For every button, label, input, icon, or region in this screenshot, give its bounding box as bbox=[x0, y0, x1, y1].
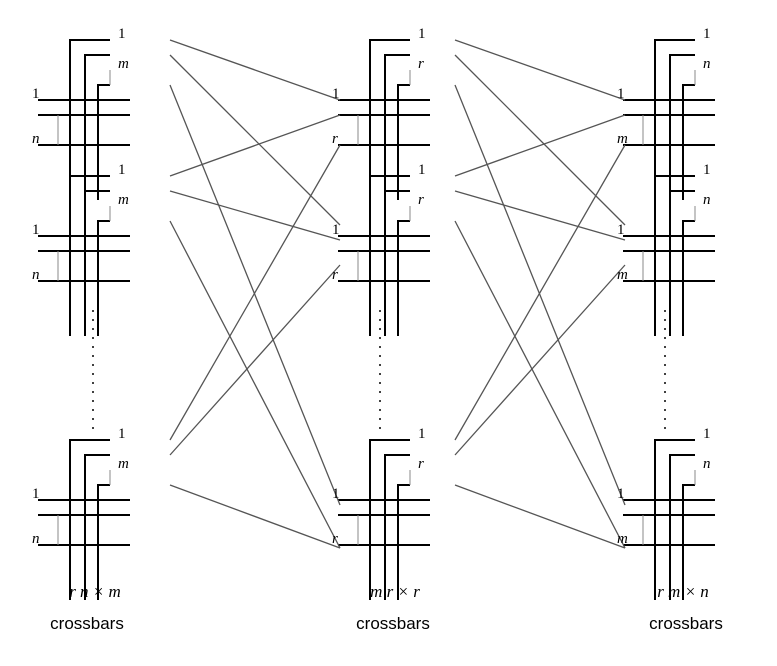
switch-stage3-1-input-first-label: 1 bbox=[617, 86, 625, 102]
stage2-caption: crossbars bbox=[356, 614, 430, 633]
switch-stage2-3-outer-vertical bbox=[369, 439, 410, 600]
stage-captions: r n × m crossbars m r × r crossbars r m … bbox=[50, 582, 723, 633]
switch-stage3-3-outer-vertical bbox=[654, 439, 695, 600]
switch-stage2-3-output-last-label: r bbox=[418, 456, 424, 472]
switch-stage2-3-middle-vertical bbox=[384, 454, 410, 600]
switch-stage2-1-middle-vertical bbox=[384, 54, 410, 200]
switch-stage2-2-output-last-label: r bbox=[418, 192, 424, 208]
link-s1b-to-s2a bbox=[169, 114, 341, 177]
crossbar-switches bbox=[38, 39, 715, 600]
link-s1b-to-s2c bbox=[169, 220, 341, 549]
switch-stage2-1-input-first-label: 1 bbox=[332, 86, 340, 102]
switch-stage1-3-middle-vertical bbox=[84, 454, 110, 600]
switch-stage1-2-outer-vertical bbox=[69, 175, 110, 336]
link-s2c-to-s3c bbox=[454, 484, 626, 549]
switch-stage2-3-inner-vertical bbox=[397, 484, 410, 600]
link-s1a-to-s2b bbox=[169, 54, 341, 226]
switch-stage3-1-input-last-label: m bbox=[617, 131, 628, 147]
link-s2c-to-s3b bbox=[454, 264, 626, 456]
switch-stage3-1-middle-vertical bbox=[669, 54, 695, 200]
switch-stage1-3-inner-vertical bbox=[97, 484, 110, 600]
stage1-caption: crossbars bbox=[50, 614, 124, 633]
switch-stage2-2-input-last-label: r bbox=[332, 267, 338, 283]
link-s2a-to-s3b bbox=[454, 54, 626, 226]
switch-stage2-2-inner-vertical bbox=[397, 220, 410, 336]
switch-stage3-2-inner-vertical bbox=[682, 220, 695, 336]
link-s2a-to-s3a bbox=[454, 39, 626, 101]
switch-stage2-1-output-last-label: r bbox=[418, 56, 424, 72]
switch-stage1-2-input-first-label: 1 bbox=[32, 222, 40, 238]
switch-stage3-2-output-first-label: 1 bbox=[703, 162, 711, 178]
switch-stage1-1-middle-vertical bbox=[84, 54, 110, 200]
interstage-links bbox=[169, 39, 626, 549]
stage3-caption: crossbars bbox=[649, 614, 723, 633]
link-s1b-to-s2b bbox=[169, 190, 341, 241]
link-s1c-to-s2b bbox=[169, 264, 341, 456]
switch-stage3-3-input-last-label: m bbox=[617, 531, 628, 547]
switch-stage2-1-outer-vertical bbox=[369, 39, 410, 200]
link-s2b-to-s3b bbox=[454, 190, 626, 241]
switch-stage3-2-input-first-label: 1 bbox=[617, 222, 625, 238]
link-s1a-to-s2a bbox=[169, 39, 341, 101]
switch-stage3-2-outer-vertical bbox=[654, 175, 695, 336]
switch-stage2-3-input-last-label: r bbox=[332, 531, 338, 547]
switch-stage1-2-input-last-label: n bbox=[32, 267, 40, 283]
switch-stage3-1-outer-vertical bbox=[654, 39, 695, 200]
switch-stage1-1-input-first-label: 1 bbox=[32, 86, 40, 102]
switch-stage3-2-input-last-label: m bbox=[617, 267, 628, 283]
switch-stage3-3-output-last-label: n bbox=[703, 456, 711, 472]
link-s2b-to-s3c bbox=[454, 220, 626, 549]
stage2-formula: m r × r bbox=[370, 582, 420, 601]
stage3-formula: r m × n bbox=[657, 582, 709, 601]
switch-stage3-3-middle-vertical bbox=[669, 454, 695, 600]
continuation-dots bbox=[92, 310, 666, 430]
switch-stage1-2-inner-vertical bbox=[97, 220, 110, 336]
link-s2a-to-s3c bbox=[454, 84, 626, 506]
switch-stage1-1-input-last-label: n bbox=[32, 131, 40, 147]
switch-stage3-2-output-last-label: n bbox=[703, 192, 711, 208]
switch-stage1-1-inner-vertical bbox=[97, 84, 110, 200]
switch-stage2-3-output-first-label: 1 bbox=[418, 426, 426, 442]
switch-stage3-1-output-first-label: 1 bbox=[703, 26, 711, 42]
switch-stage3-2-middle-vertical bbox=[669, 190, 695, 336]
switch-stage2-2-output-first-label: 1 bbox=[418, 162, 426, 178]
switch-stage1-3-outer-vertical bbox=[69, 439, 110, 600]
switch-stage3-3-input-first-label: 1 bbox=[617, 486, 625, 502]
switch-stage2-2-middle-vertical bbox=[384, 190, 410, 336]
switch-stage3-3-inner-vertical bbox=[682, 484, 695, 600]
link-s1a-to-s2c bbox=[169, 84, 341, 506]
switch-stage1-3-input-last-label: n bbox=[32, 531, 40, 547]
switch-stage1-2-output-first-label: 1 bbox=[118, 162, 126, 178]
switch-stage1-3-output-last-label: m bbox=[118, 456, 129, 472]
switch-stage3-3-output-first-label: 1 bbox=[703, 426, 711, 442]
switch-stage1-2-output-last-label: m bbox=[118, 192, 129, 208]
switch-stage1-2-middle-vertical bbox=[84, 190, 110, 336]
switch-stage2-1-output-first-label: 1 bbox=[418, 26, 426, 42]
link-s1c-to-s2c bbox=[169, 484, 341, 549]
switch-stage2-2-outer-vertical bbox=[369, 175, 410, 336]
switch-stage3-1-output-last-label: n bbox=[703, 56, 711, 72]
switch-stage1-3-output-first-label: 1 bbox=[118, 426, 126, 442]
switch-stage3-1-inner-vertical bbox=[682, 84, 695, 200]
switch-stage1-1-output-first-label: 1 bbox=[118, 26, 126, 42]
switch-stage2-1-input-last-label: r bbox=[332, 131, 338, 147]
switch-stage1-1-output-last-label: m bbox=[118, 56, 129, 72]
stage1-formula: r n × m bbox=[69, 582, 121, 601]
switch-stage1-1-outer-vertical bbox=[69, 39, 110, 200]
switch-stage2-2-input-first-label: 1 bbox=[332, 222, 340, 238]
link-s1c-to-s2a bbox=[169, 144, 341, 441]
switch-stage2-3-input-first-label: 1 bbox=[332, 486, 340, 502]
switch-stage2-1-inner-vertical bbox=[397, 84, 410, 200]
switch-stage1-3-input-first-label: 1 bbox=[32, 486, 40, 502]
link-s2c-to-s3a bbox=[454, 144, 626, 441]
port-labels: 1 n 1 m 1 n 1 m 1 n 1 m 1 r 1 r 1 r 1 r 1 r 1 r 1 m 1 n 1 m 1 n 1 m 1 n bbox=[32, 26, 711, 547]
link-s2b-to-s3a bbox=[454, 114, 626, 177]
